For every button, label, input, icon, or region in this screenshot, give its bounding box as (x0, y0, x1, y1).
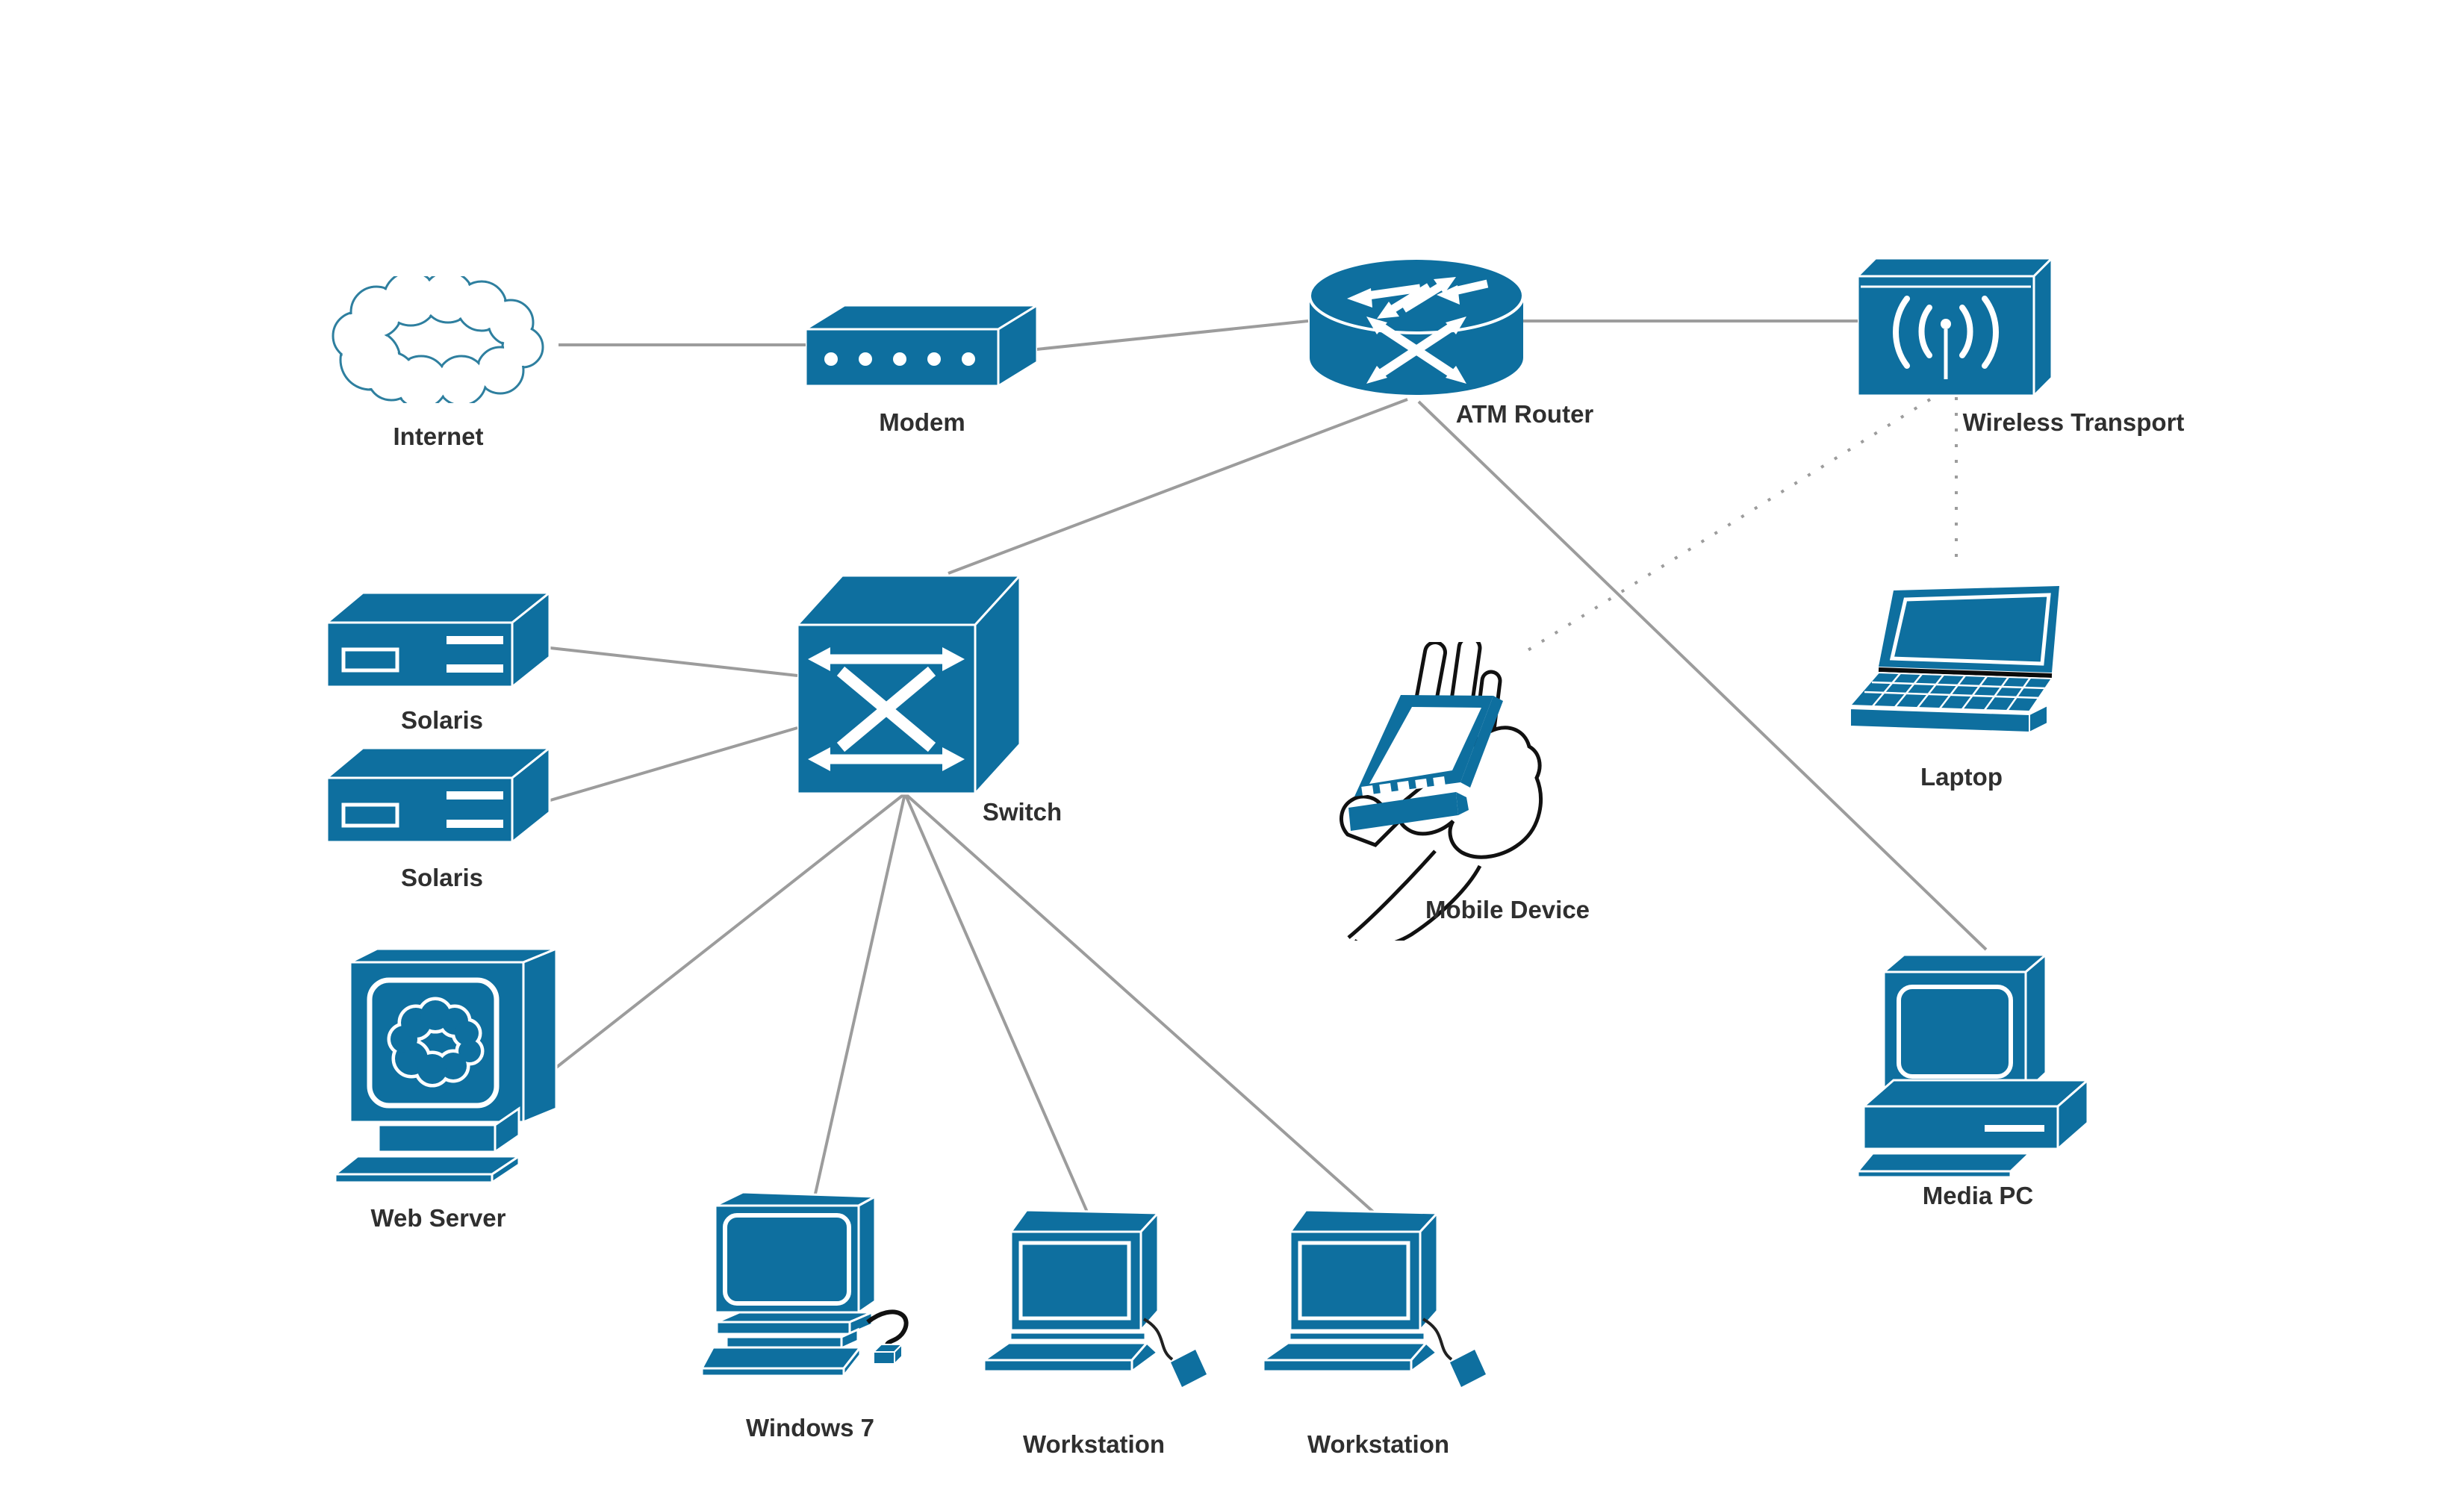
edge-switch-workstation2 (903, 792, 1383, 1221)
node-windows7[interactable] (702, 1191, 926, 1385)
workstation-icon (1263, 1209, 1486, 1387)
router-icon (1308, 257, 1525, 395)
edge-solaris2-switch (550, 726, 798, 802)
node-label-modem: Modem (879, 408, 965, 436)
node-media-pc[interactable] (1858, 953, 2089, 1177)
edge-atm-router-switch (948, 398, 1408, 575)
server-icon (327, 590, 551, 688)
node-label-solaris-2: Solaris (400, 864, 484, 891)
node-workstation-1[interactable] (984, 1206, 1208, 1392)
mobile-device-icon (1340, 642, 1543, 941)
node-label-web-server: Web Server (370, 1204, 506, 1232)
wireless-transport-icon (1858, 255, 2055, 397)
edge-modem-atm-router (1036, 320, 1309, 351)
node-label-solaris-1: Solaris (400, 706, 484, 734)
node-modem[interactable] (806, 304, 1037, 387)
media-pc-icon (1858, 953, 2089, 1177)
server-icon (327, 745, 551, 844)
edge-wireless-transport-mobile-device (1518, 398, 1932, 657)
node-workstation-2[interactable] (1263, 1206, 1487, 1392)
node-label-laptop: Laptop (1920, 763, 2003, 791)
node-wireless-transport[interactable] (1858, 255, 2058, 397)
node-label-switch: Switch (982, 798, 1063, 826)
edge-switch-web-server (555, 792, 906, 1069)
node-laptop[interactable] (1850, 586, 2074, 743)
node-atm-router[interactable] (1308, 257, 1525, 399)
desktop-pc-icon (702, 1191, 909, 1380)
edge-switch-windows7 (812, 793, 906, 1201)
node-label-workstation-2: Workstation (1307, 1430, 1450, 1458)
switch-icon (797, 573, 1021, 795)
node-solaris-1[interactable] (327, 590, 551, 688)
edge-switch-workstation1 (903, 793, 1090, 1216)
modem-icon (806, 304, 1037, 387)
node-switch[interactable] (797, 571, 1021, 795)
laptop-icon (1850, 586, 2059, 734)
edge-atm-router-media-pc (1417, 400, 1988, 951)
node-label-windows7: Windows 7 (745, 1414, 875, 1442)
node-internet[interactable] (327, 276, 559, 403)
node-mobile-device[interactable] (1322, 642, 1553, 941)
node-label-atm-router: ATM Router (1455, 400, 1594, 428)
cloud-icon (332, 276, 544, 403)
web-server-icon (335, 949, 558, 1184)
node-label-workstation-1: Workstation (1022, 1430, 1166, 1458)
edge-solaris1-switch (550, 646, 798, 677)
node-solaris-2[interactable] (327, 745, 551, 844)
workstation-icon (984, 1209, 1207, 1387)
node-label-internet: Internet (393, 423, 484, 450)
node-web-server[interactable] (335, 949, 559, 1184)
node-label-media-pc: Media PC (1922, 1182, 2034, 1209)
node-label-wireless-transport: Wireless Transport (1962, 408, 2185, 436)
node-label-mobile-device: Mobile Device (1425, 896, 1590, 923)
